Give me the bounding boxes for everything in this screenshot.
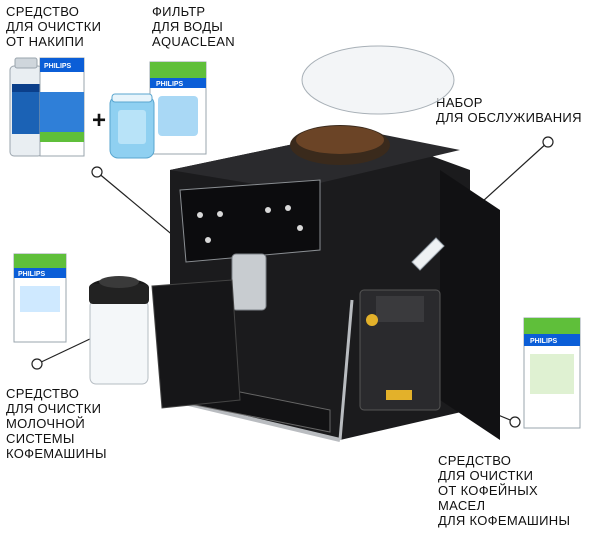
- descaler-bottle: [9, 57, 43, 157]
- maintenance-kit-label: НАБОР ДЛЯ ОБСЛУЖИВАНИЯ: [436, 95, 582, 125]
- side-door: [440, 170, 500, 440]
- front-door: [151, 279, 241, 409]
- oil-remover-label: СРЕДСТВО ДЛЯ ОЧИСТКИ ОТ КОФЕЙНЫХ МАСЕЛ Д…: [438, 453, 571, 528]
- descaler-label: СРЕДСТВО ДЛЯ ОЧИСТКИ ОТ НАКИПИ: [6, 4, 102, 49]
- milk-jug: [89, 276, 149, 385]
- pointer-dot-maintenance: [542, 136, 554, 148]
- oil-remover-box: PHILIPS: [523, 317, 581, 429]
- brand-logo: PHILIPS: [530, 338, 558, 345]
- grease-tube: [411, 237, 445, 271]
- water-filter-box: PHILIPS: [149, 61, 207, 155]
- pointer-dot-descaler: [91, 166, 103, 178]
- brand-logo: PHILIPS: [44, 63, 72, 70]
- brew-unit: [359, 289, 441, 411]
- coffee-spout: [231, 253, 267, 311]
- water-filter-label: ФИЛЬТР ДЛЯ ВОДЫ AQUACLEAN: [152, 4, 235, 49]
- pointer-line-milk: [36, 337, 93, 365]
- water-filter-cartridge: [109, 93, 155, 159]
- pointer-dot-milk: [31, 358, 43, 370]
- milk-cleaner-label: СРЕДСТВО ДЛЯ ОЧИСТКИ МОЛОЧНОЙ СИСТЕМЫ КО…: [6, 386, 107, 461]
- milk-cleaner-box: PHILIPS: [13, 253, 67, 343]
- descaler-box: PHILIPS: [39, 57, 85, 157]
- display-panel: [179, 179, 321, 263]
- brand-logo: PHILIPS: [156, 81, 184, 88]
- plus-sign: +: [92, 107, 107, 134]
- pointer-dot-oil: [509, 416, 521, 428]
- hopper-lid: [301, 45, 455, 115]
- brand-logo: PHILIPS: [18, 271, 46, 278]
